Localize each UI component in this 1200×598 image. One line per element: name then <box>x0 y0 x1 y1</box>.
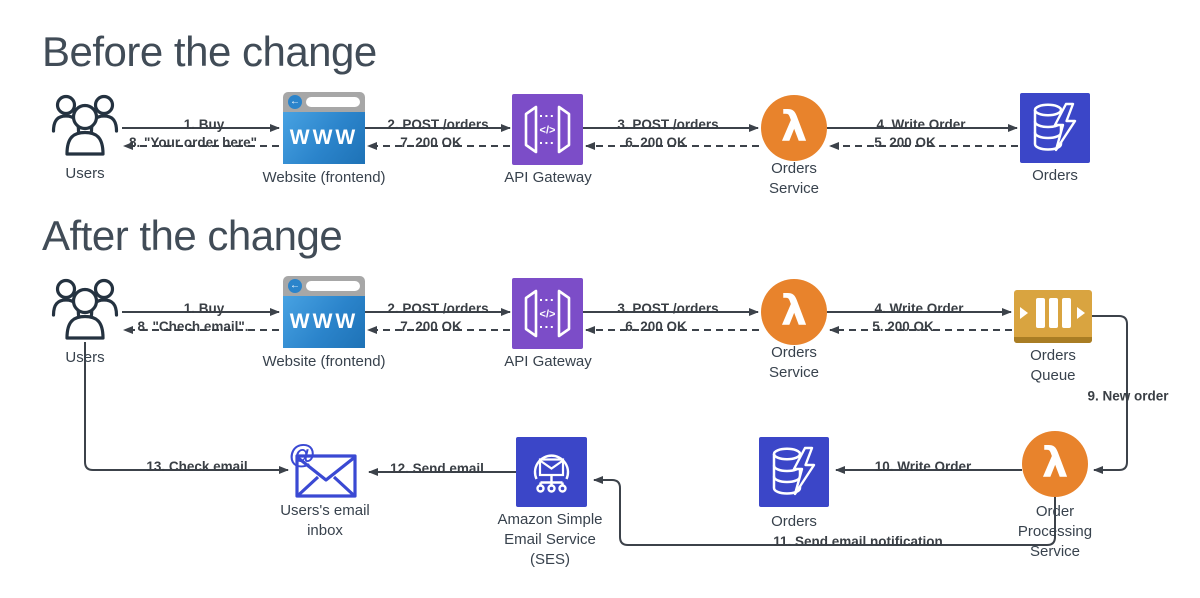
lambda-icon-orders-service: λ <box>761 279 827 345</box>
edge-label-your-order: 8. "Your order here" <box>128 135 258 151</box>
node-label-inbox: Users's email inbox <box>280 502 370 539</box>
edge-check-email-13 <box>84 342 289 474</box>
edge-label-write-order-db: 10. Write Order <box>874 459 972 475</box>
edge-label-buy: 1. Buy <box>183 301 225 317</box>
ses-icon <box>516 437 587 507</box>
back-arrow-icon: ← <box>288 279 302 293</box>
address-bar <box>306 97 360 107</box>
edge-label-post-orders-gw: 3. POST /orders <box>617 301 719 317</box>
node-label-orders-service: Orders Service <box>768 344 820 381</box>
edge-label-buy: 1. Buy <box>183 117 225 133</box>
browser-topbar: ← <box>283 276 365 296</box>
edge-label-post-orders-gw: 3. POST /orders <box>617 117 719 133</box>
api-gateway-icon: </> <box>512 278 583 349</box>
www-text: WWW <box>283 112 365 164</box>
edge-send-notification-11 <box>593 476 1056 546</box>
edge-label-ok-web: 7. 200 OK <box>400 135 462 151</box>
code-glyph: </> <box>540 125 556 137</box>
node-label-orders-service: Orders Service <box>768 160 820 197</box>
node-label-users: Users <box>65 349 105 366</box>
at-sign-glyph: @ <box>289 439 315 469</box>
edge-label-chech-email: 8. "Chech email". <box>137 319 249 335</box>
www-text: WWW <box>283 296 365 348</box>
edge-label-post-orders-web: 2. POST /orders <box>387 301 489 317</box>
dynamodb-icon-orders <box>1020 93 1090 163</box>
code-glyph: </> <box>540 309 556 321</box>
browser-topbar: ← <box>283 92 365 112</box>
edge-label-send-notification: 11. Send email notification <box>773 534 943 550</box>
edge-label-write-order-queue: 4. Write Order <box>874 301 964 317</box>
email-inbox-icon: @ <box>288 438 366 507</box>
node-label-api-gateway: API Gateway <box>504 169 592 186</box>
website-icon: ← WWW <box>283 276 365 348</box>
node-label-api-gateway: API Gateway <box>504 353 592 370</box>
node-label-orders-table: Orders <box>771 513 817 530</box>
node-label-orders-table: Orders <box>1032 167 1078 184</box>
edge-label-new-order: 9. New order <box>1087 388 1169 404</box>
api-gateway-icon: </> <box>512 94 583 165</box>
queue-bars <box>1014 298 1092 328</box>
dynamodb-icon-orders <box>759 437 829 507</box>
edge-label-ok-web: 7. 200 OK <box>400 319 462 335</box>
section-title-after: After the change <box>42 212 343 259</box>
website-icon: ← WWW <box>283 92 365 164</box>
node-label-orders-queue: Orders Queue <box>1030 347 1076 384</box>
edge-label-write-order: 4. Write Order <box>876 117 966 133</box>
edge-label-ok-queue: 5. 200 OK <box>872 319 934 335</box>
lambda-icon-order-processing: λ <box>1022 431 1088 497</box>
address-bar <box>306 281 360 291</box>
queue-arrow-left-icon <box>1020 307 1028 319</box>
node-label-website: Website (frontend) <box>262 169 386 186</box>
back-arrow-icon: ← <box>288 95 302 109</box>
edge-label-ok-gw: 6. 200 OK <box>625 135 687 151</box>
node-label-website: Website (frontend) <box>262 353 386 370</box>
queue-base-strip <box>1014 337 1092 343</box>
sqs-queue-icon <box>1014 290 1092 343</box>
edge-label-check-email: 13. Check email <box>146 459 248 475</box>
users-icon <box>48 274 122 355</box>
section-title-before: Before the change <box>42 28 377 75</box>
edge-label-send-email: 12. Send email <box>390 461 484 477</box>
edge-new-order-9 <box>1092 315 1128 474</box>
lambda-icon-orders-service: λ <box>761 95 827 161</box>
node-label-order-processing: Order Processing Service <box>1017 503 1093 560</box>
edge-label-post-orders-web: 2. POST /orders <box>387 117 489 133</box>
queue-arrow-right-icon <box>1077 307 1085 319</box>
users-icon <box>48 90 122 171</box>
edge-label-ok-gw: 6. 200 OK <box>625 319 687 335</box>
edge-label-ok-db: 5. 200 OK <box>874 135 936 151</box>
node-label-users: Users <box>65 165 105 182</box>
node-label-ses: Amazon Simple Email Service (SES) <box>497 511 603 568</box>
